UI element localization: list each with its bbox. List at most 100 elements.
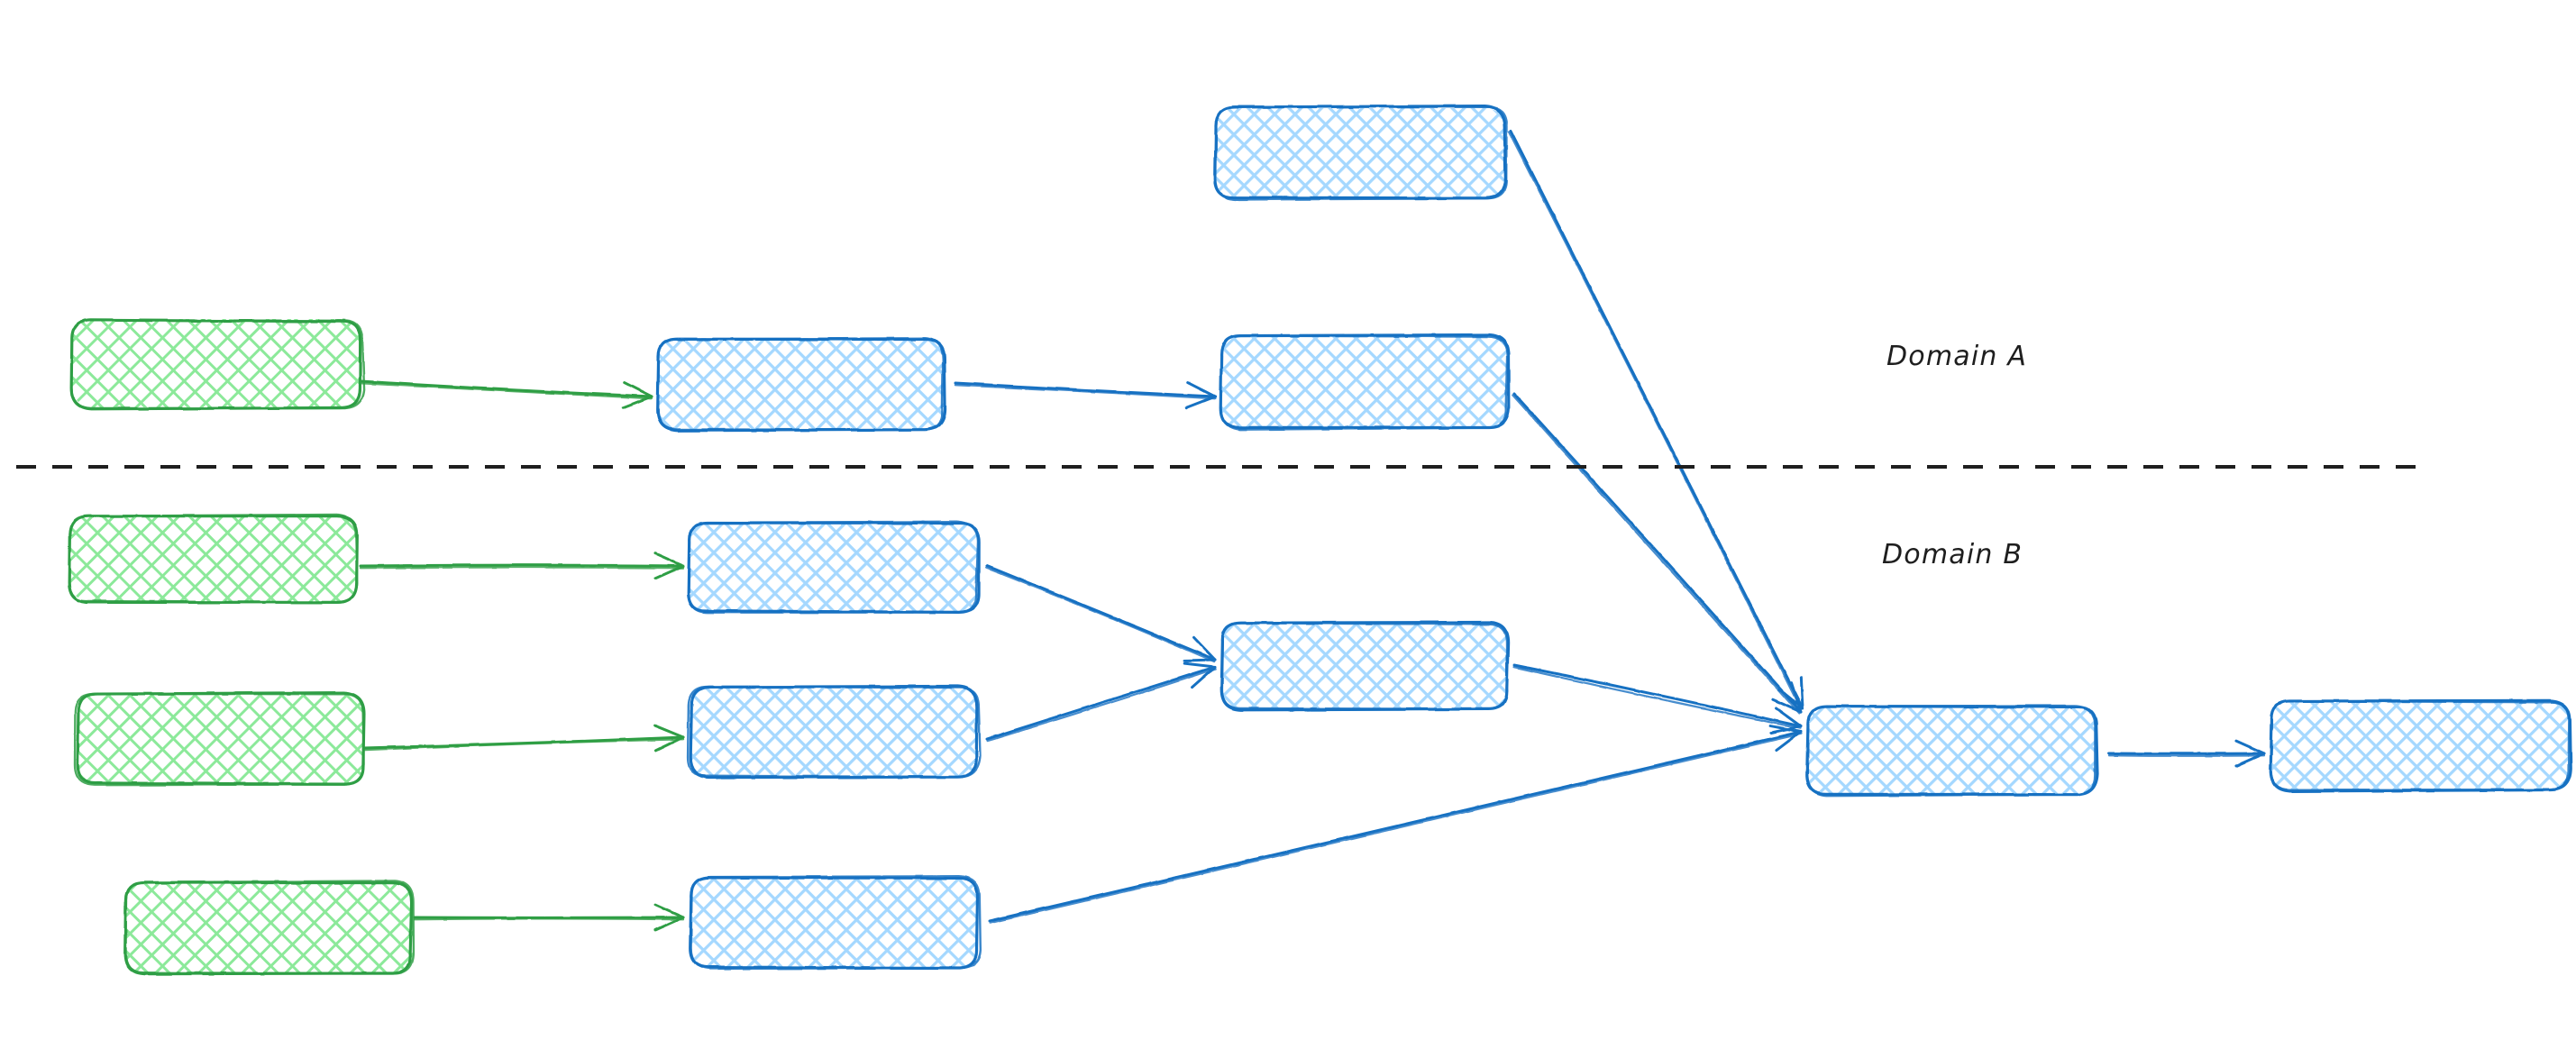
edge-shaft [954, 381, 1217, 398]
node-source-b3[interactable] [123, 880, 416, 976]
edge-shaft [1512, 394, 1801, 715]
edge-arrowhead [1775, 707, 1803, 728]
node-output[interactable] [2269, 698, 2572, 793]
edge-shaft [361, 738, 685, 752]
edge-e12 [2107, 739, 2266, 768]
node-stage-a2[interactable] [1219, 333, 1511, 431]
edge-shaft [361, 735, 685, 750]
nodes-layer [68, 104, 2572, 976]
node-stage-a1[interactable] [656, 336, 947, 433]
edge-shaft [1507, 130, 1803, 711]
edge-shaft [1512, 392, 1803, 714]
edge-arrowhead [621, 395, 653, 409]
node-fill [690, 879, 978, 969]
node-stage-b1[interactable] [687, 520, 981, 614]
edge-e2 [954, 381, 1217, 409]
node-fill [70, 515, 357, 602]
domain-b-label: Domain B [1882, 539, 2023, 570]
node-fill [1215, 108, 1505, 198]
edge-shaft [2107, 754, 2266, 757]
node-fill [1807, 706, 2096, 796]
node-source-b1[interactable] [68, 513, 359, 605]
edge-arrowhead [1769, 725, 1803, 734]
edge-arrowhead [623, 381, 653, 398]
node-stage-b2[interactable] [686, 684, 982, 780]
node-outline-2 [73, 692, 365, 787]
edge-arrowhead [653, 735, 685, 753]
edge-arrowhead [1183, 658, 1217, 662]
edge-arrowhead [653, 564, 685, 580]
node-fill [690, 688, 978, 778]
edge-shaft [986, 667, 1217, 743]
edge-arrowhead [1771, 698, 1803, 714]
edge-arrowhead [1191, 665, 1217, 689]
node-fill [1221, 622, 1508, 710]
edge-shaft [1509, 129, 1804, 710]
edge-e6 [361, 724, 685, 753]
edge-arrowhead [653, 552, 685, 568]
edge-arrowhead [1775, 730, 1803, 753]
edge-arrowhead [1192, 635, 1217, 661]
edge-shaft [985, 564, 1217, 661]
node-outline-2 [1219, 334, 1509, 431]
edge-arrowhead [653, 916, 685, 932]
edge-arrowhead [653, 724, 685, 739]
node-outline-2 [70, 319, 366, 410]
node-stage-b3[interactable] [689, 875, 982, 971]
node-outline-2 [690, 875, 982, 971]
node-outline-2 [1220, 622, 1509, 711]
edge-e4 [1512, 392, 1803, 715]
edge-shaft [359, 379, 653, 398]
node-outline-2 [124, 880, 416, 975]
edge-shaft [954, 384, 1217, 400]
node-outline-2 [1806, 704, 2096, 798]
edge-e11 [988, 725, 1803, 925]
node-fill [72, 319, 361, 407]
edge-shaft [988, 730, 1803, 923]
node-outline-2 [1214, 105, 1508, 201]
edge-e5 [359, 552, 685, 580]
edge-shaft [359, 563, 685, 568]
node-fill [124, 883, 413, 973]
node-source-a1[interactable] [69, 318, 366, 411]
node-outline-2 [2270, 699, 2571, 791]
edge-e3 [1507, 129, 1804, 711]
edge-arrowhead [2234, 739, 2266, 755]
edge-shaft [985, 566, 1216, 663]
edge-shaft [359, 382, 653, 400]
node-fill [1221, 335, 1508, 428]
edge-e8 [985, 564, 1217, 663]
edge-shaft [1512, 663, 1803, 728]
node-merge-b[interactable] [1219, 620, 1510, 712]
node-fill [77, 694, 363, 784]
edges-layer [359, 129, 2266, 932]
edge-e9 [985, 661, 1217, 743]
node-fill [2271, 701, 2569, 791]
node-stage-a0[interactable] [1213, 104, 1508, 201]
edge-e7 [413, 903, 685, 932]
edge-arrowhead [1184, 395, 1217, 409]
edge-arrowhead [2234, 752, 2266, 768]
node-outline-2 [656, 336, 945, 432]
edge-arrowhead [653, 903, 685, 919]
node-outline-2 [68, 513, 359, 605]
edge-arrowhead [1186, 381, 1217, 398]
node-outline-2 [686, 685, 982, 779]
node-fill [658, 338, 945, 430]
edge-arrowhead [1790, 681, 1803, 714]
node-target[interactable] [1805, 704, 2099, 798]
edge-shaft [1512, 666, 1802, 730]
node-outline-2 [687, 520, 980, 614]
edge-arrowhead [1799, 676, 1804, 710]
edge-e10 [1512, 663, 1803, 734]
node-source-b2[interactable] [73, 691, 366, 787]
edge-arrowhead [1183, 661, 1217, 669]
edge-e1 [359, 379, 653, 409]
domain-a-label: Domain A [1886, 341, 2028, 372]
edge-shaft [989, 733, 1803, 925]
edge-shaft [413, 917, 685, 921]
edge-shaft [985, 665, 1217, 741]
node-fill [690, 523, 978, 613]
